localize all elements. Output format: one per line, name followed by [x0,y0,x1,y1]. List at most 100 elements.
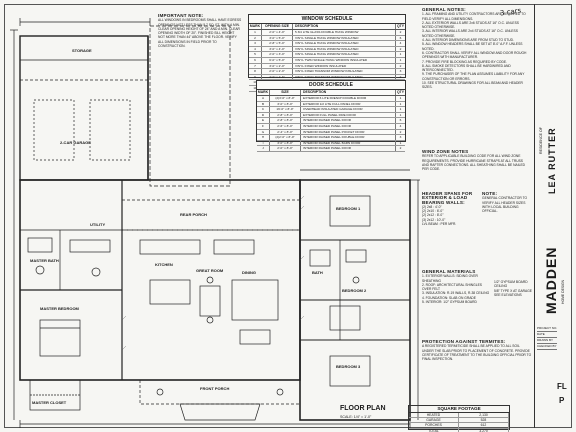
door-schedule: DOOR SCHEDULE MARK SIZE DESCRIPTION QTY … [256,80,406,152]
door-schedule-cell: EXTERIOR 1/2 LITE FULL PANEL DOOR [301,101,396,107]
door-schedule-cell: INTERIOR RAISED PANEL DOOR [301,118,396,123]
door-schedule-title: DOOR SCHEDULE [257,81,405,90]
door-schedule-cell: 2'-4" x 8'-0" [270,129,301,135]
door-schedule-cell: E [257,118,270,123]
small-note-text: GENERAL CONTRACTOR TO VERIFY ALL HEADER … [482,196,528,214]
door-schedule-cell: 4 [399,123,402,128]
window-schedule-cell: 5 3/4 LITE GLASS DOUBLE HUNG WINDOW [293,30,396,35]
square-footage-cell: TOTAL [409,428,459,432]
square-footage-cell: PORCHES [409,423,459,428]
window-schedule-cell: VINYL FIXED WINDOW INSULATED [293,63,396,69]
door-schedule-cell: (2)2'-0" x 8'-0" [270,135,301,140]
general-note-item: 3. ALL INTERIOR WALLS ARE 2x4 STUDS AT 1… [422,29,518,38]
label-garage: 2-CAR GARAGE [60,140,91,145]
general-note-item: 10. SEE STRUCTURAL DRAWINGS FOR ALL BEAM… [422,81,523,90]
drawing-scale: SCALE: 1/4" = 1'-0" [340,415,372,419]
window-schedule-cell: 5 [249,52,262,57]
general-note-item: 6. CONTRACTOR SHALL VERIFY ALL WINDOW AN… [422,50,527,60]
sheet-sub: P [559,396,565,405]
header-span-item: (2) 2x8 : 4'-0" [422,204,442,209]
general-note-item: 9. THE PURCHASER OF THE PLAN ASSUMES LIA… [422,72,525,81]
general-materials-list: 1. EXTERIOR WALLS: SIDING OVER SHEATHING… [422,274,492,304]
door-schedule-cell: INTERIOR RAISED PANEL BARN DOOR [301,140,396,146]
door-schedule-cell: 2'-8" x 8'-0" [270,118,301,123]
window-schedule-cell: 2 [399,30,402,34]
label-kitchen: KITCHEN [155,262,173,267]
door-schedule-cell: 2'-6" x 8'-0" [270,123,301,129]
general-note-item: 2. ALL EXTERIOR WALLS ARE 2x6 STUDS AT 1… [422,20,519,30]
square-footage-cell: HEATED [409,413,459,418]
window-schedule-cell: 1 [399,52,402,57]
termite-protection: PROTECTION AGAINST TERMITES: A REGISTERE… [422,340,532,400]
square-footage-title: SQUARE FOOTAGE [409,406,509,413]
window-schedule-cell: 4 [249,46,262,52]
title-field: CHECKED BY [537,344,557,350]
title-firm-sub: HOME DESIGN [561,279,565,304]
general-note-item: 7. PROVIDE FIRE BLOCKING AS REQUIRED BY … [422,59,507,64]
drawing-title: FLOOR PLAN [340,405,386,412]
material-item: 5. INTERIOR: 1/2" GYPSUM BOARD [422,300,477,305]
sheet-label: FL [557,382,567,391]
window-schedule-cell: VINYL SINGLE HUNG WINDOW INSULATED [293,35,396,41]
small-note: NOTE: GENERAL CONTRACTOR TO VERIFY ALL H… [482,192,530,252]
window-schedule-cell: VINYL SINGLE HUNG WINDOW INSULATED [293,41,396,46]
door-schedule-cell: I [257,140,270,146]
door-schedule-cell: A [257,96,270,101]
title-field: DATE [537,332,557,338]
door-schedule-cell: 1 [399,96,402,100]
col-description: DESCRIPTION [301,90,396,95]
material-right-item: SEE ELEVATIONS [494,292,522,297]
header-span-item: (2) 2x10 : 6'-0" [422,209,444,214]
label-storage: STORAGE [72,48,92,53]
col-size: OPENING SIZE [262,24,293,29]
door-schedule-cell: (2)3'-0" x 8'-0" [270,96,301,101]
window-schedule-cell: VINYL TWIN SINGLE HUNG WINDOW INSULATED [293,57,396,63]
material-item: 4. FOUNDATION: SLAB ON GRADE [422,295,476,300]
door-schedule-cell: 1 [399,112,402,117]
door-schedule-cell: H [257,135,270,140]
door-schedule-cell: C [257,107,270,112]
window-schedule-cell: 2'-8" x 5'-0" [262,41,293,46]
general-notes-list: 1. ALL FRAMING AND UTILITY CONTRACTORS A… [422,12,530,89]
window-schedule-cell: 6 [399,35,402,40]
general-materials-title: GENERAL MATERIALS [422,270,476,274]
window-schedule-cell: 3'-0" x 4'-0" [262,46,293,52]
header-spans: HEADER SPANS FOR EXTERIOR & LOAD BEARING… [422,192,478,262]
termite-text: A REGISTERED TERMITICIDE SHALL BE APPLIE… [422,344,532,362]
general-note-item: 8. ALL SMOKE DETECTORS SHALL BE HARDWIRE… [422,63,511,73]
window-schedule-cell: 3'-0" x 2'-0" [262,63,293,69]
title-block: RESIDENCE OF LEA RUTTER MADDEN HOME DESI… [534,4,573,428]
general-notes-title: GENERAL NOTES: [422,8,466,12]
door-schedule-cell: EXTERIOR FULL PANEL FIRE DOOR [301,112,396,118]
col-qty: QTY [397,90,404,94]
door-schedule-cell: 2'-8" x 8'-0" [270,112,301,118]
door-schedule-cell: J [257,146,270,151]
material-item: 1. EXTERIOR WALLS: SIDING OVER SHEATHING [422,274,478,283]
title-field: PROJECT NO. [537,326,558,332]
col-description: DESCRIPTION [293,24,396,29]
square-footage-cell: GARAGE [409,418,459,423]
label-front-porch: FRONT PORCH [200,386,230,391]
label-bedroom-2: BEDROOM 2 [342,288,367,293]
window-schedule-cell: VINYL FIXED TRANSOM WINDOW INSULATED [293,69,396,74]
wind-zone-text: REFER TO APPLICABLE BUILDING CODE FOR AL… [422,154,526,172]
door-schedule-cell: F [257,123,270,129]
door-schedule-header: MARK SIZE DESCRIPTION QTY [257,90,405,96]
window-schedule-cell: VINYL SINGLE HUNG WINDOW INSULATED [293,46,396,52]
label-bath: BATH [312,270,323,275]
important-note-title: IMPORTANT NOTE: [158,14,204,18]
window-schedule-cell: 2 [399,63,402,68]
window-schedule-cell: 2 [249,35,262,41]
window-schedule: WINDOW SCHEDULE MARK OPENING SIZE DESCRI… [248,14,406,92]
